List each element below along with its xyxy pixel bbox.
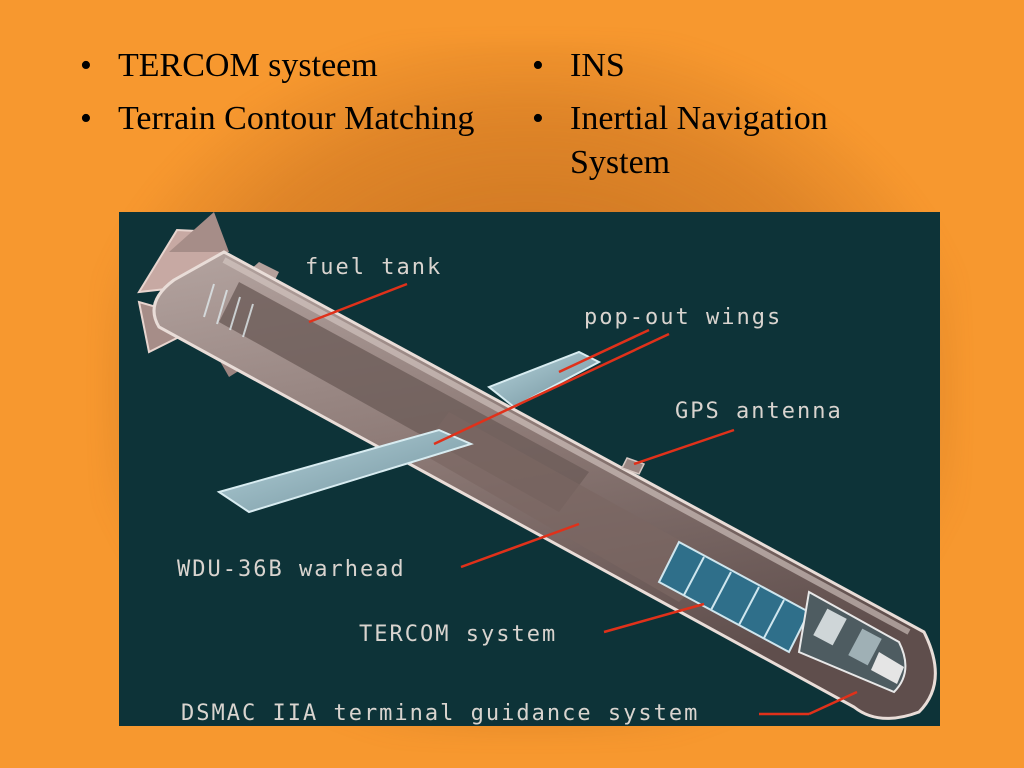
leader-gps-antenna — [633, 428, 735, 466]
tercom-compartment — [657, 540, 811, 654]
leader-tercom — [603, 602, 705, 634]
bullet-item: Terrain Contour Matching — [80, 97, 480, 141]
leader-popout-wings-2 — [558, 328, 650, 374]
diagram-labels: fuel tank pop-out wings GPS antenna WDU-… — [177, 255, 843, 726]
label-tercom: TERCOM system — [359, 622, 557, 647]
leader-fuel-tank — [308, 282, 408, 324]
label-warhead: WDU-36B warhead — [177, 557, 406, 582]
bullet-item: INS — [532, 44, 932, 88]
label-fuel-tank: fuel tank — [305, 255, 442, 280]
bullet-item: Inertial Navigation System — [532, 97, 932, 185]
leader-dsmac-2 — [808, 690, 858, 716]
bullet-list-left: TERCOM systeem Terrain Contour Matching — [80, 44, 480, 150]
label-gps-antenna: GPS antenna — [675, 399, 843, 424]
missile-diagram: fuel tank pop-out wings GPS antenna WDU-… — [137, 212, 937, 726]
missile-body — [152, 250, 937, 720]
missile-cutaway-figure: fuel tank pop-out wings GPS antenna WDU-… — [119, 212, 940, 726]
leader-warhead — [460, 522, 580, 569]
bullet-item: TERCOM systeem — [80, 44, 480, 88]
bullet-list-right: INS Inertial Navigation System — [532, 44, 932, 194]
leader-popout-wings — [433, 332, 670, 446]
label-dsmac: DSMAC IIA terminal guidance system — [181, 701, 699, 726]
label-popout-wings: pop-out wings — [584, 305, 782, 330]
leader-lines — [308, 282, 858, 716]
nose-electronics — [797, 590, 907, 694]
